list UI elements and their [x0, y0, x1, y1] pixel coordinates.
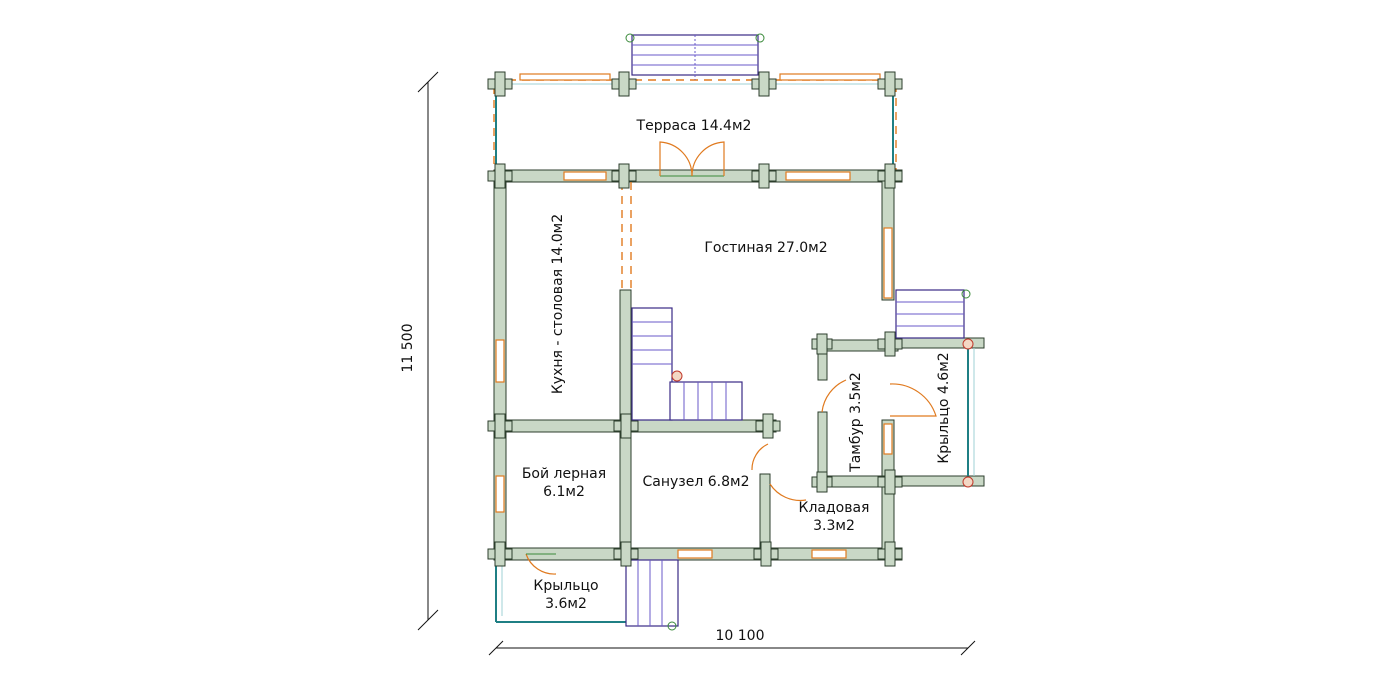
interior-stairs	[631, 307, 743, 421]
front-porch-stairs	[625, 559, 679, 631]
front-porch	[495, 560, 626, 623]
front-porch-label-line1: Крыльцо	[533, 578, 598, 594]
side-porch	[893, 337, 985, 488]
living-room-label: Гостиная 27.0м2	[704, 240, 827, 256]
bathroom-label: Санузел 6.8м2	[643, 474, 750, 490]
width-dimension: 10 100	[488, 628, 976, 656]
stair-marker-icon	[671, 370, 683, 382]
windows	[495, 73, 893, 559]
front-porch-label-line2: 3.6м2	[545, 596, 587, 612]
height-dimension-label: 11 500	[400, 324, 416, 373]
log-posts	[487, 71, 903, 567]
terrace-label: Терраса 14.4м2	[636, 118, 752, 134]
doors	[525, 141, 937, 575]
terrace-stairs	[625, 33, 765, 80]
height-dimension: 11 500	[400, 71, 439, 631]
boiler-room-label-line2: 6.1м2	[543, 484, 585, 500]
vestibule-label: Тамбур 3.5м2	[848, 372, 864, 473]
kitchen-label: Кухня - столовая 14.0м2	[550, 214, 566, 394]
boiler-room-label-line1: Бой лерная	[522, 466, 606, 482]
side-porch-label: Крыльцо 4.6м2	[936, 352, 952, 463]
storage-label-line1: Кладовая	[799, 500, 870, 516]
width-dimension-label: 10 100	[716, 628, 765, 644]
storage-label-line2: 3.3м2	[813, 518, 855, 534]
side-porch-stairs	[895, 289, 971, 339]
